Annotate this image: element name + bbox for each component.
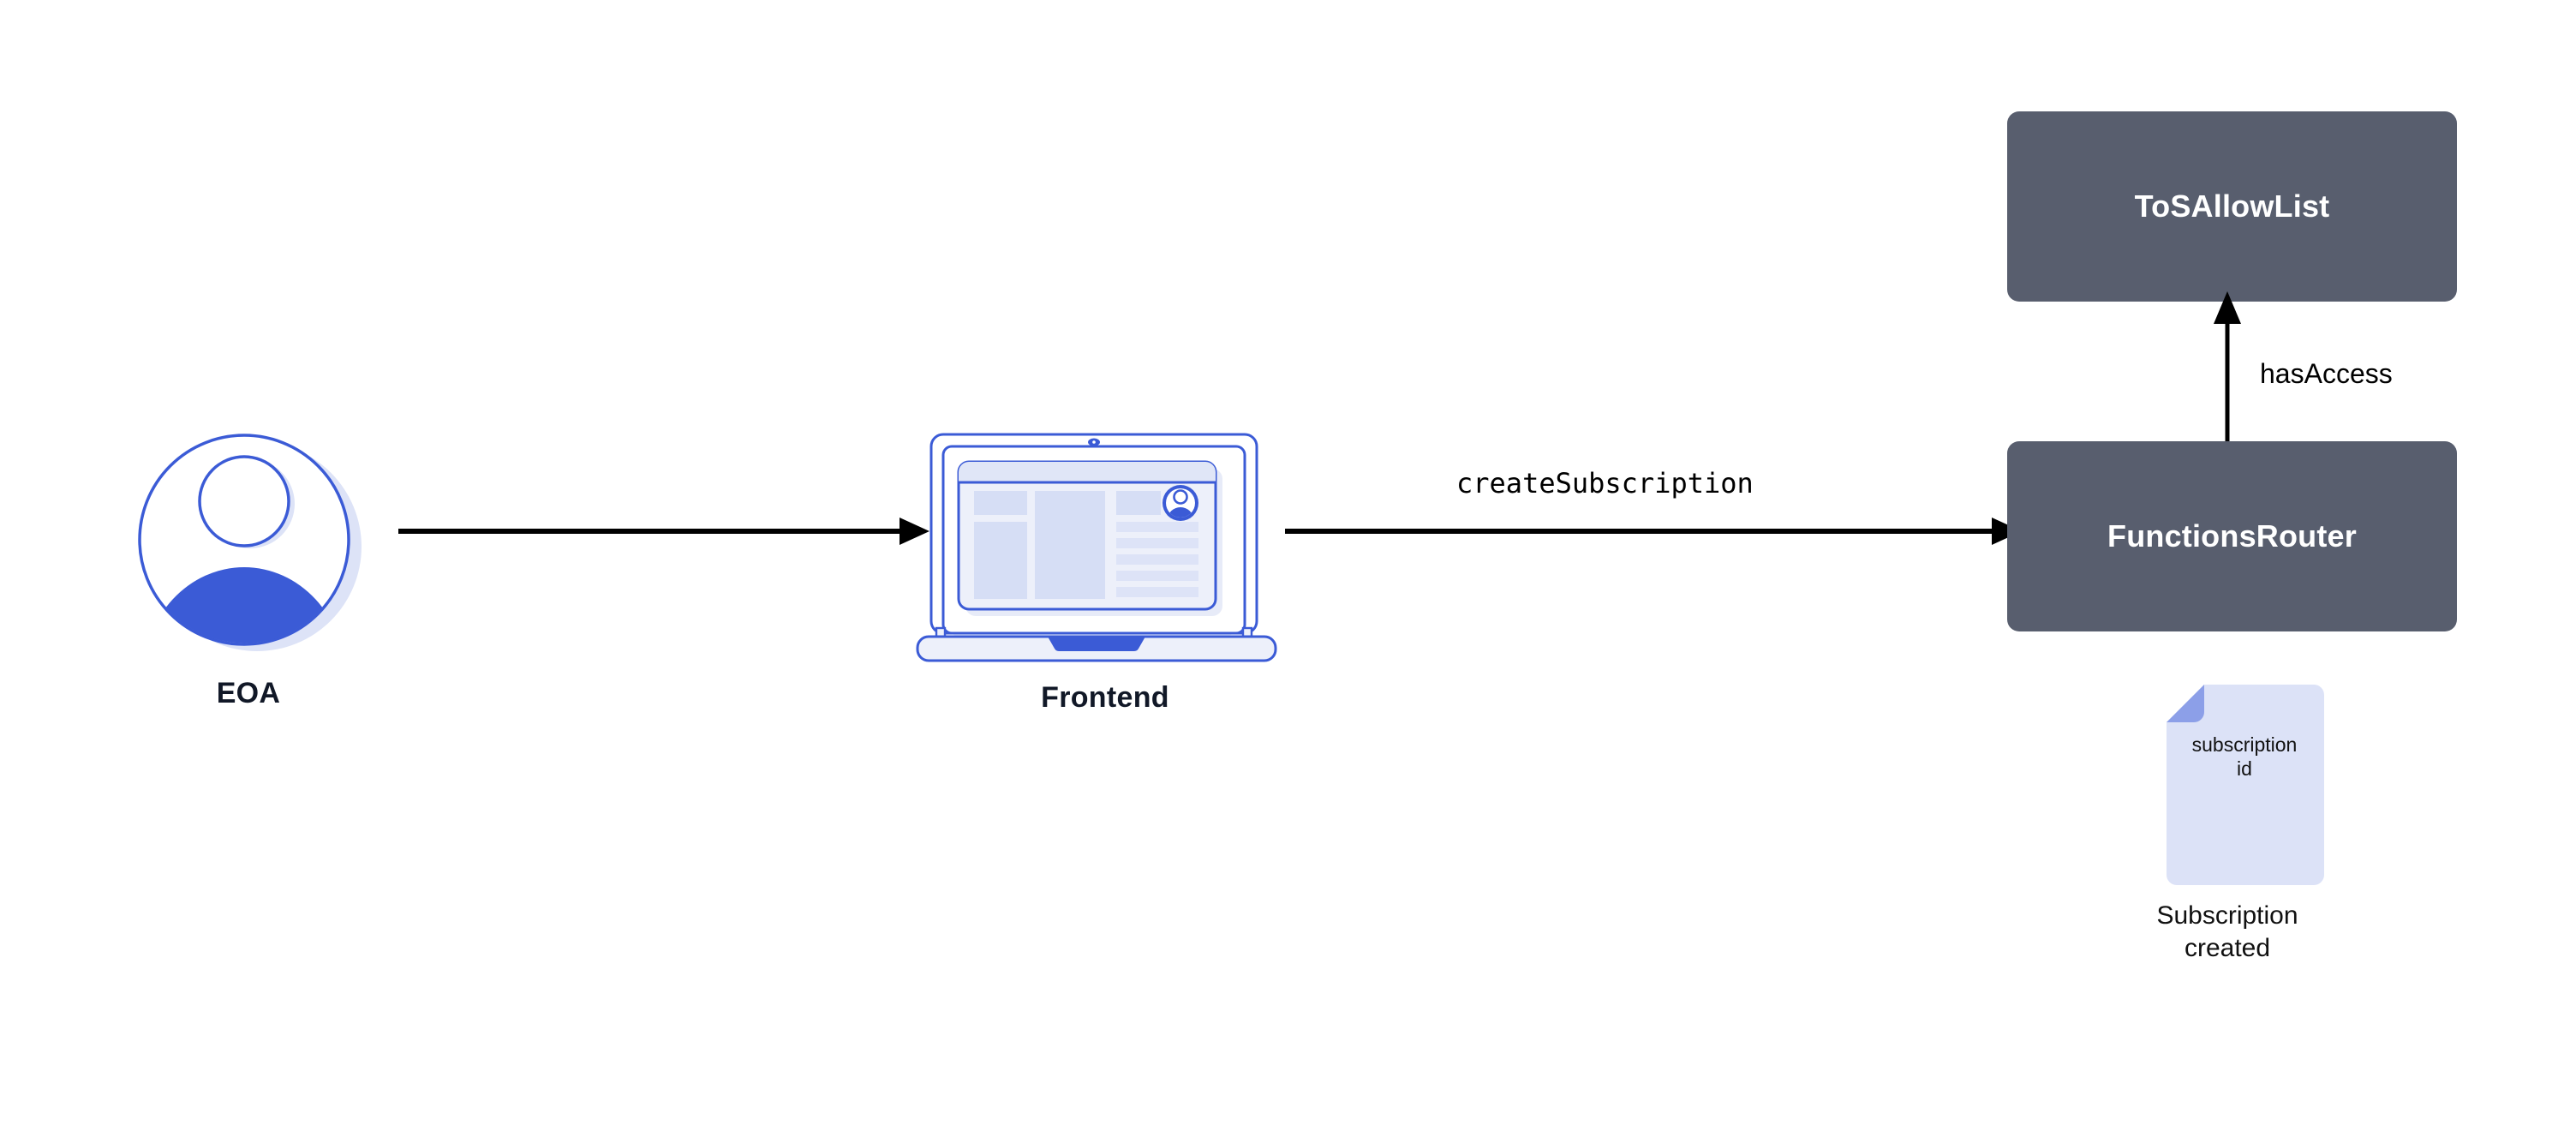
subscription-caption-line-1: Subscription bbox=[2156, 901, 2298, 930]
subscription-caption-line-2: created bbox=[2184, 934, 2271, 963]
node-eoa[interactable]: EOA bbox=[120, 420, 377, 745]
node-tos-allowlist[interactable]: ToSAllowList bbox=[2007, 111, 2457, 302]
screen-avatar-icon bbox=[1162, 485, 1198, 521]
document-icon bbox=[2167, 685, 2324, 885]
node-frontend[interactable]: Frontend bbox=[912, 424, 1298, 758]
node-tos-allowlist-label: ToSAllowList bbox=[2134, 188, 2330, 224]
node-functions-router[interactable]: FunctionsRouter bbox=[2007, 441, 2457, 631]
user-avatar-icon bbox=[138, 434, 362, 651]
node-subscription-document[interactable]: subscription id Subscription created bbox=[2146, 681, 2324, 972]
node-eoa-label: EOA bbox=[216, 677, 281, 709]
arrow-functionsrouter-to-tos-allowlist bbox=[2214, 291, 2241, 450]
node-frontend-label: Frontend bbox=[1041, 681, 1169, 714]
edge-label-has-access: hasAccess bbox=[2260, 358, 2393, 389]
arrow-frontend-to-functionsrouter bbox=[1285, 518, 2022, 545]
node-functions-router-label: FunctionsRouter bbox=[2107, 518, 2357, 554]
edge-label-create-subscription: createSubscription bbox=[1456, 467, 1754, 500]
arrow-eoa-to-frontend bbox=[398, 518, 929, 545]
subscription-caption: Subscription created bbox=[2112, 900, 2343, 966]
laptop-icon bbox=[916, 433, 1277, 662]
